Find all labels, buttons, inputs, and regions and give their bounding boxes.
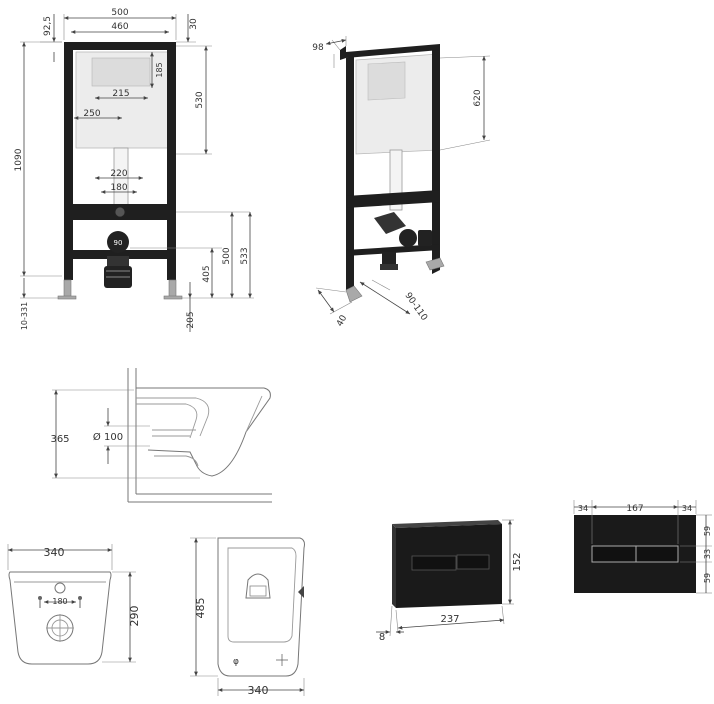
flush-plate-button-left[interactable] — [591, 545, 637, 563]
dim-152: 152 — [512, 552, 523, 571]
dim-250: 250 — [83, 109, 100, 119]
dim-10-331: 10-331 — [20, 302, 29, 330]
dim-185: 185 — [155, 62, 164, 77]
dim-30: 30 — [189, 18, 199, 30]
flush-plate-button-right[interactable] — [635, 545, 679, 563]
dim-180: 180 — [110, 183, 127, 193]
dim-365: 365 — [50, 434, 69, 445]
flush-plate-perspective: 152 237 8 — [376, 519, 523, 643]
dim-34-left: 34 — [578, 504, 588, 513]
flush-plate-front: 34 167 34 59 33 59 — [573, 500, 712, 594]
dim-98: 98 — [312, 43, 324, 53]
dim-90-110: 90-110 — [402, 291, 429, 323]
dim-533: 533 — [240, 247, 250, 264]
bowl-front-view: 180 340 290 — [7, 544, 141, 665]
frame-front-view: 90 500 460 30 92,5 185 215 250 — [14, 8, 254, 332]
bowl-side-section: 365 Ø 100 — [50, 368, 272, 503]
svg-text:φ: φ — [233, 657, 239, 667]
dim-485: 485 — [194, 598, 207, 619]
frame-perspective-view: 98 620 40 90-110 — [312, 36, 491, 328]
frame-left-post — [64, 42, 73, 280]
dim-dia-100: Ø 100 — [93, 431, 123, 443]
frame-top-bar — [64, 42, 176, 50]
dim-205: 205 — [186, 311, 196, 328]
dim-215: 215 — [112, 89, 129, 99]
svg-text:90: 90 — [114, 239, 123, 247]
frame-right-post — [167, 42, 176, 280]
dim-220: 220 — [110, 169, 127, 179]
dim-34-right: 34 — [682, 504, 692, 513]
dim-59-bottom: 59 — [703, 573, 712, 583]
dim-405: 405 — [202, 265, 212, 282]
dim-180-holes: 180 — [52, 597, 67, 606]
dim-40: 40 — [335, 313, 349, 328]
dim-33: 33 — [703, 549, 712, 559]
dim-8: 8 — [379, 632, 385, 643]
dim-1090: 1090 — [14, 148, 24, 171]
dim-92-5: 92,5 — [43, 16, 53, 36]
dim-340-front: 340 — [44, 546, 65, 559]
flush-button-right[interactable] — [456, 554, 490, 570]
flush-button-left[interactable] — [411, 555, 457, 571]
drain-elbow — [107, 231, 129, 253]
bowl-top-view: φ 485 340 — [190, 537, 305, 697]
dim-237: 237 — [440, 614, 459, 625]
dim-530: 530 — [195, 91, 205, 108]
dim-167: 167 — [626, 504, 643, 514]
dim-500-low: 500 — [222, 247, 232, 264]
dim-460: 460 — [111, 22, 128, 32]
dim-500: 500 — [111, 8, 128, 18]
dim-59-top: 59 — [703, 526, 712, 536]
dim-340-top: 340 — [248, 684, 269, 697]
dim-290: 290 — [128, 606, 141, 627]
dim-620: 620 — [473, 89, 483, 106]
